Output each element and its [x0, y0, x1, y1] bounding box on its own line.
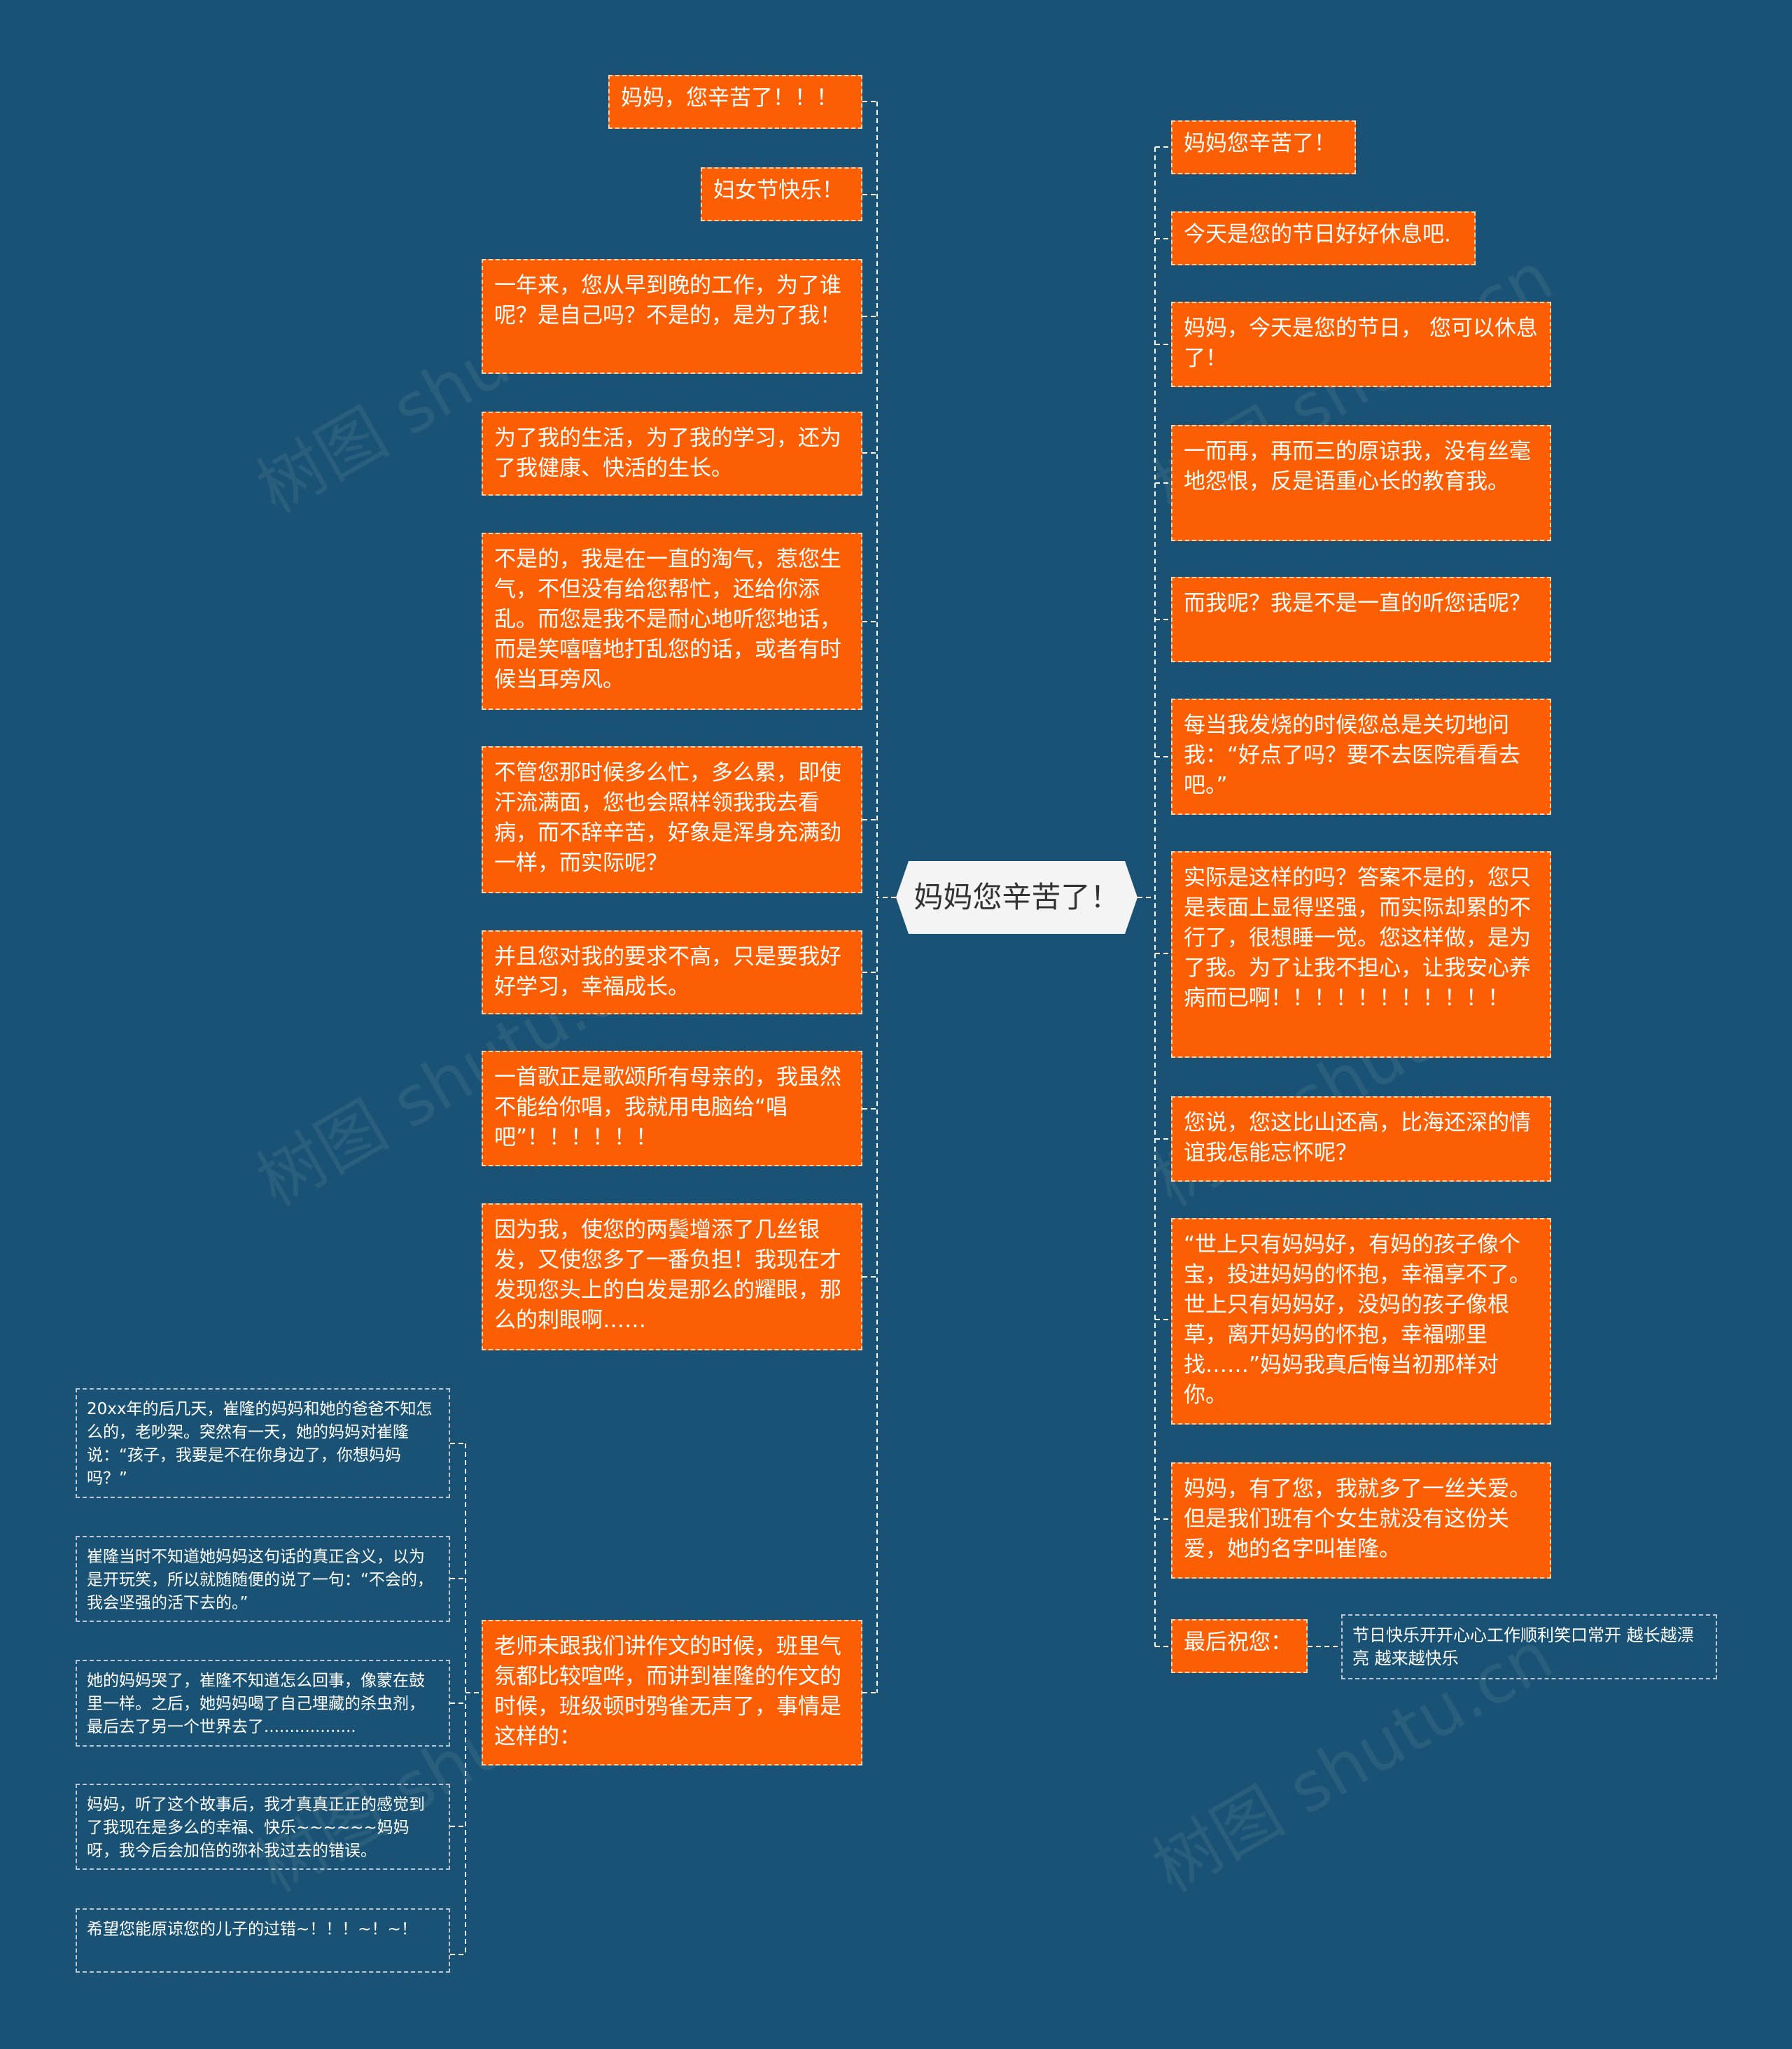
right-node[interactable]: 妈妈您辛苦了！	[1171, 120, 1356, 174]
left-node[interactable]: 妇女节快乐！	[701, 167, 862, 221]
left-node[interactable]: 妈妈，您辛苦了！！！	[608, 75, 862, 129]
wish-node[interactable]: 节日快乐开开心心工作顺利笑口常开 越长越漂亮 越来越快乐	[1341, 1614, 1717, 1679]
left-node[interactable]: 老师未跟我们讲作文的时候，班里气氛都比较喧哗，而讲到崔隆的作文的时候，班级顿时鸦…	[482, 1620, 862, 1765]
story-node[interactable]: 20xx年的后几天，崔隆的妈妈和她的爸爸不知怎么的，老吵架。突然有一天，她的妈妈…	[76, 1388, 450, 1498]
right-node[interactable]: 妈妈，今天是您的节日， 您可以休息了！	[1171, 302, 1551, 387]
right-node[interactable]: 妈妈，有了您，我就多了一丝关爱。但是我们班有个女生就没有这份关爱，她的名字叫崔隆…	[1171, 1462, 1551, 1579]
right-node[interactable]: “世上只有妈妈好，有妈的孩子像个宝，投进妈妈的怀抱，幸福享不了。世上只有妈妈好，…	[1171, 1218, 1551, 1425]
story-node[interactable]: 她的妈妈哭了，崔隆不知道怎么回事，像蒙在鼓里一样。之后，她妈妈喝了自己埋藏的杀虫…	[76, 1660, 450, 1747]
left-node[interactable]: 一年来，您从早到晚的工作，为了谁呢？是自己吗？不是的，是为了我！	[482, 259, 862, 374]
right-trunk	[1138, 147, 1156, 1646]
right-node[interactable]: 每当我发烧的时候您总是关切地问我：“好点了吗？要不去医院看看去吧。”	[1171, 699, 1551, 815]
left-node[interactable]: 不是的，我是在一直的淘气，惹您生气，不但没有给您帮忙，还给你添乱。而您是我不是耐…	[482, 533, 862, 710]
right-node[interactable]: 最后祝您：	[1171, 1619, 1308, 1673]
story-node[interactable]: 希望您能原谅您的儿子的过错~！！！~！~！	[76, 1908, 450, 1973]
story-node[interactable]: 崔隆当时不知道她妈妈这句话的真正含义，以为是开玩笑，所以就随随便的说了一句：“不…	[76, 1536, 450, 1622]
right-node[interactable]: 今天是您的节日好好休息吧.	[1171, 211, 1476, 265]
left-node[interactable]: 为了我的生活，为了我的学习，还为了我健康、快活的生长。	[482, 412, 862, 496]
root-topic[interactable]: 妈妈您辛苦了！	[896, 861, 1138, 934]
left-node[interactable]: 一首歌正是歌颂所有母亲的，我虽然不能给你唱，我就用电脑给“唱吧”！！！！！！	[482, 1051, 862, 1166]
left-node[interactable]: 并且您对我的要求不高，只是要我好好学习，幸福成长。	[482, 930, 862, 1014]
right-node[interactable]: 一而再，再而三的原谅我，没有丝毫地怨恨，反是语重心长的教育我。	[1171, 425, 1551, 541]
right-node[interactable]: 您说，您这比山还高，比海还深的情谊我怎能忘怀呢？	[1171, 1096, 1551, 1182]
right-node[interactable]: 而我呢？我是不是一直的听您话呢？	[1171, 577, 1551, 662]
story-node[interactable]: 妈妈，听了这个故事后，我才真真正正的感觉到了我现在是多么的幸福、快乐~~~~~~…	[76, 1784, 450, 1870]
story-trunk	[465, 1443, 482, 1954]
left-trunk	[876, 102, 896, 1693]
left-node[interactable]: 因为我，使您的两鬓增添了几丝银发，又使您多了一番负担！我现在才发现您头上的白发是…	[482, 1203, 862, 1350]
right-node[interactable]: 实际是这样的吗？答案不是的，您只是表面上显得坚强，而实际却累的不行了，很想睡一觉…	[1171, 851, 1551, 1058]
left-node[interactable]: 不管您那时候多么忙，多么累，即使汗流满面，您也会照样领我我去看病，而不辞辛苦，好…	[482, 746, 862, 893]
